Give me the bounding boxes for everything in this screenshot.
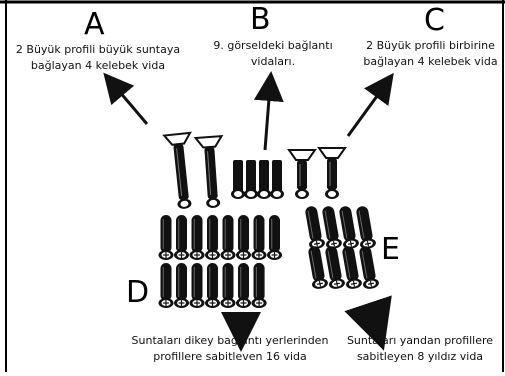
flat-head-screw-icon [189, 263, 205, 308]
label-D: D [126, 275, 150, 310]
flat-head-screw-icon [251, 263, 267, 308]
caption-A: 2 Büyük profili büyük suntaya bağlayan 4… [8, 42, 188, 74]
flat-head-screw-icon [220, 263, 236, 308]
wing-screw-icon [287, 149, 317, 199]
caption-E: Suntaları yandan profillere sabitleyen 8… [340, 333, 500, 365]
caption-E-line2: sabitleyen 8 yıldız vida [356, 350, 484, 363]
caption-B: 9. görseldeki bağlantı vidaları. [198, 38, 348, 70]
arrow-C-icon [346, 72, 394, 137]
connector-screw-icon [257, 160, 271, 199]
caption-C-line1: 2 Büyük profili birbirine [366, 39, 495, 52]
label-E: E [381, 232, 400, 267]
star-head-screw-icon [322, 206, 342, 249]
caption-C-line2: bağlayan 4 kelebek vida [363, 55, 498, 68]
flat-head-screw-icon [174, 263, 189, 308]
star-head-screw-icon [359, 246, 379, 289]
caption-E-line1: Suntaları yandan profillere [346, 334, 494, 347]
arrow-E-icon [344, 295, 392, 351]
wing-screw-icon [162, 131, 192, 209]
connector-screw-icon [270, 160, 284, 199]
caption-D-line1: Suntaları dikey bağlantı yerlerinden [131, 334, 329, 347]
star-head-screw-icon [342, 246, 362, 289]
caption-B-line2: vidaları. [250, 55, 296, 68]
star-head-screw-icon [339, 206, 359, 249]
arrow-B-icon [253, 71, 284, 151]
flat-head-screw-icon [205, 215, 220, 260]
caption-D: Suntaları dikey bağlantı yerlerinden pro… [130, 333, 330, 365]
connector-screw-icon [244, 160, 258, 199]
wing-screw-icon [193, 135, 224, 208]
arrow-A-icon [103, 72, 149, 125]
flat-head-screw-icon [251, 215, 267, 260]
caption-C: 2 Büyük profili birbirine bağlayan 4 kel… [358, 38, 503, 70]
star-head-screw-icon [308, 246, 328, 289]
flat-head-screw-icon [236, 215, 251, 260]
flat-head-screw-icon [189, 215, 205, 260]
caption-B-line1: 9. görseldeki bağlantı [213, 39, 333, 52]
flat-head-screw-icon [236, 263, 251, 308]
label-A: A [84, 7, 105, 42]
flat-head-screw-icon [158, 215, 174, 260]
caption-D-line2: profillere sabitleven 16 vida [153, 350, 307, 363]
flat-head-screw-icon [158, 263, 174, 308]
label-C: C [424, 3, 445, 38]
star-head-screw-icon [325, 246, 345, 289]
label-B: B [250, 2, 271, 37]
flat-head-screw-icon [205, 263, 220, 308]
caption-A-line1: 2 Büyük profili büyük suntaya [15, 43, 181, 56]
star-head-screw-icon [356, 206, 376, 249]
screw-groups [158, 131, 379, 308]
flat-head-screw-icon [174, 215, 189, 260]
connector-screw-icon [231, 160, 245, 199]
caption-A-line2: bağlayan 4 kelebek vida [30, 59, 166, 72]
flat-head-screw-icon [267, 215, 282, 260]
star-head-screw-icon [305, 206, 325, 249]
wing-screw-icon [317, 147, 347, 199]
flat-head-screw-icon [220, 215, 236, 260]
